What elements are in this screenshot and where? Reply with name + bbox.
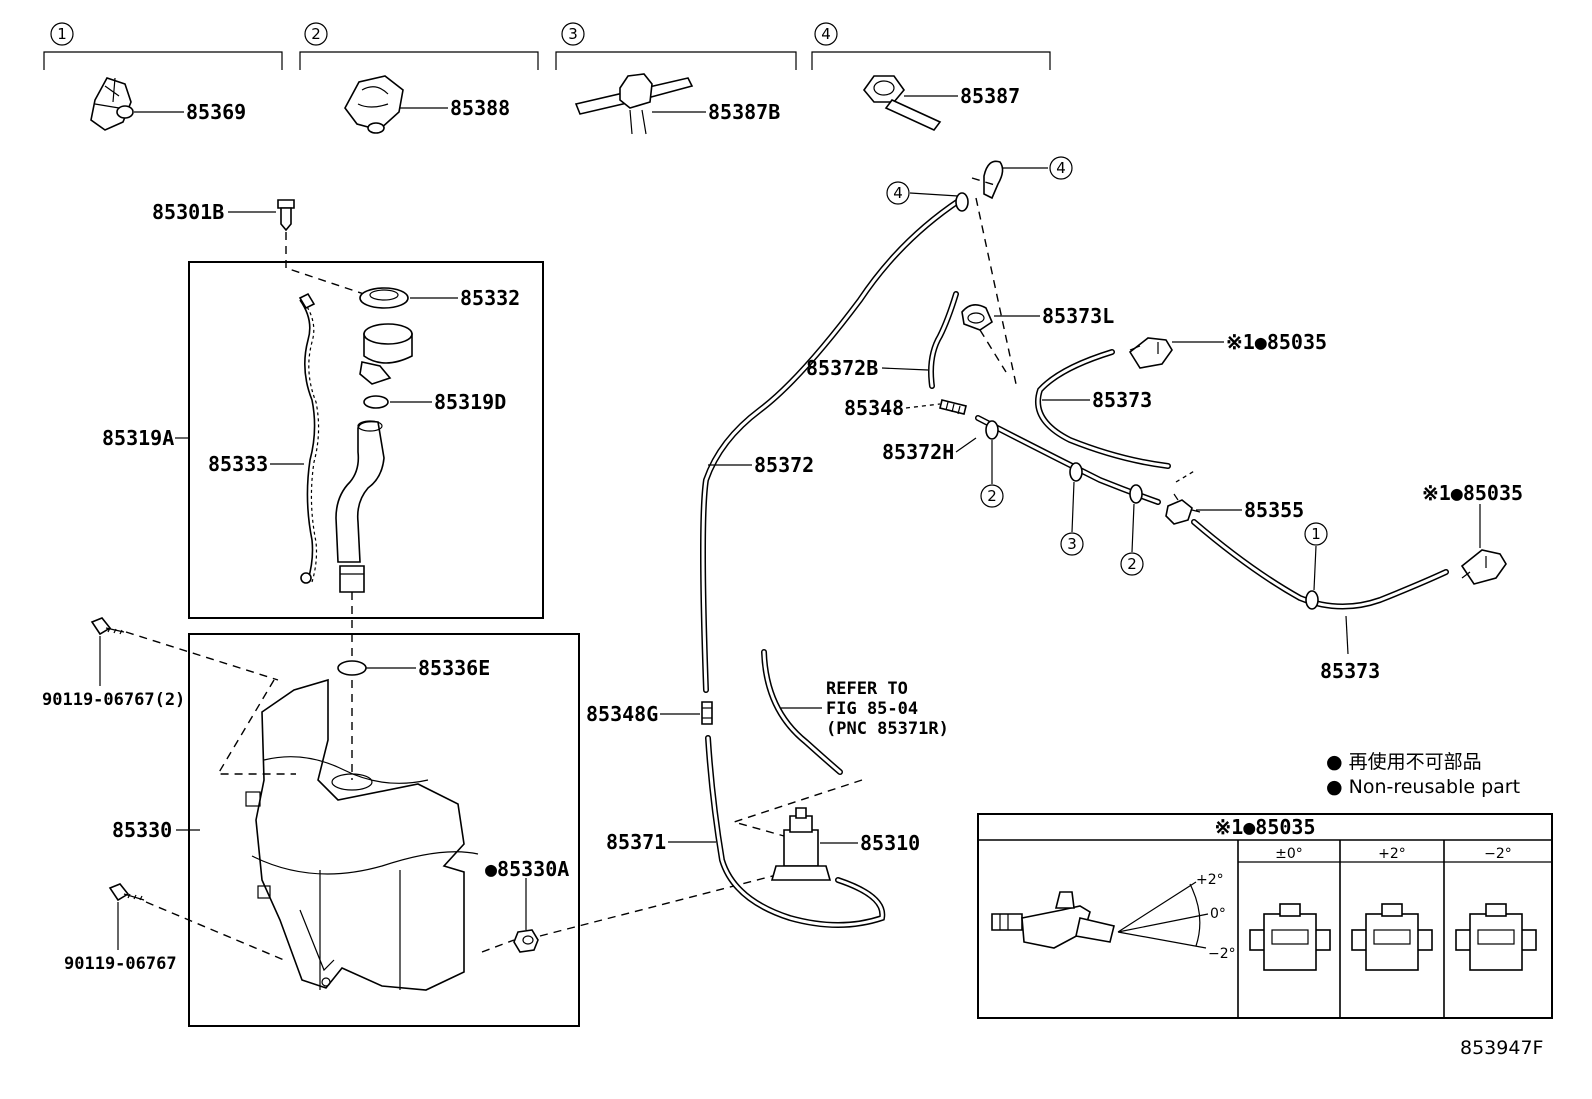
clip-group-4: 4 85387 [811, 22, 1051, 131]
t-joint-85355-icon [1165, 493, 1201, 525]
cap-85332-icon [359, 287, 409, 309]
clip-group-2: 2 85388 [299, 22, 539, 134]
nozzle-85035-right-icon [1460, 549, 1507, 585]
part-label-85348: 85348 [844, 396, 904, 420]
part-label-85388: 85388 [450, 96, 510, 120]
hose-clip-top-right-icon [983, 160, 1004, 200]
clip-group-3-marker: 3 [568, 25, 578, 43]
legend-non-reusable-jp: ● 再使用不可部品 [1326, 751, 1482, 773]
connector-85373L-icon [961, 304, 993, 331]
part-label-90119-06767-2: 90119-06767(2) [42, 690, 185, 710]
nozzle-front-view-0-icon [1249, 903, 1331, 971]
hose-clip-marker-mid-2b: 2 [1127, 555, 1137, 573]
part-label-85372: 85372 [754, 453, 814, 477]
filler-assembly-box [188, 261, 544, 619]
hose-clip-top-left-icon [955, 192, 969, 212]
part-label-85355: 85355 [1244, 498, 1304, 522]
grommet-85330A-icon [513, 929, 539, 953]
diagram-id: 853947F [1460, 1037, 1543, 1059]
clip-group-2-marker: 2 [311, 25, 321, 43]
nozzle-85035-top-icon [1128, 337, 1173, 369]
bolt-85301B-icon [277, 199, 295, 232]
hose-clip-marker-top-left: 4 [893, 184, 903, 202]
part-label-85373L: 85373L [1042, 304, 1114, 328]
hose-clip-mid-3-icon [1069, 462, 1083, 482]
bolt-90119-06767-icon [108, 883, 145, 902]
detail-column-plus2: +2° [1378, 846, 1406, 862]
clip-group-1: 1 85369 [43, 22, 283, 131]
part-label-85330A: ●85330A [485, 857, 569, 881]
hose-clip-mid-2a-icon [985, 420, 999, 440]
refer-note-line-3: (PNC 85371R) [826, 719, 949, 739]
washer-tank-85330-icon [245, 678, 479, 991]
hose-clip-right-1-icon [1305, 590, 1319, 610]
part-label-85035-right: ※1●85035 [1422, 481, 1523, 505]
filler-pipe-icon [335, 420, 385, 593]
nozzle-angle-detail-box: ※1●85035 ±0° +2° −2° +2° 0° −2° [977, 813, 1553, 1019]
refer-note-line-1: REFER TO [826, 679, 908, 699]
detail-column-minus2: −2° [1484, 846, 1512, 862]
part-label-85330: 85330 [112, 818, 172, 842]
nozzle-front-view-minus2-icon [1455, 903, 1537, 971]
part-label-85387: 85387 [960, 84, 1020, 108]
hose-clip-marker-mid-2a: 2 [987, 487, 997, 505]
washer-pump-85310-icon [770, 807, 832, 881]
connector-85348G-icon [701, 701, 713, 725]
hose-clip-marker-right-1: 1 [1311, 525, 1321, 543]
clip-85387B-icon [574, 73, 694, 135]
grommet-85336E-icon [337, 660, 367, 676]
filler-neck-top-icon [359, 323, 413, 385]
hose-clip-mid-2b-icon [1129, 484, 1143, 504]
clip-85387-icon [862, 75, 942, 131]
dipstick-85333-icon [298, 292, 320, 584]
nozzle-side-view-icon [991, 891, 1115, 949]
hose-clip-marker-top-right: 4 [1056, 159, 1066, 177]
angle-label-minus2: −2° [1208, 946, 1236, 962]
angle-label-0: 0° [1210, 906, 1226, 922]
detail-column-0: ±0° [1275, 846, 1303, 862]
refer-note-line-2: FIG 85-04 [826, 699, 918, 719]
clip-group-3: 3 85387B [555, 22, 797, 135]
hose-clip-marker-mid-3: 3 [1067, 535, 1077, 553]
angle-label-plus2: +2° [1196, 872, 1224, 888]
part-label-85369: 85369 [186, 100, 246, 124]
clip-group-4-marker: 4 [821, 25, 831, 43]
clip-group-1-marker: 1 [57, 25, 67, 43]
part-label-85333: 85333 [208, 452, 268, 476]
part-label-85336E: 85336E [418, 656, 490, 680]
part-label-85332: 85332 [460, 286, 520, 310]
part-label-85348G: 85348G [586, 702, 658, 726]
part-label-85373-top: 85373 [1092, 388, 1152, 412]
part-label-85301B: 85301B [152, 200, 224, 224]
part-label-85373-bottom: 85373 [1320, 659, 1380, 683]
part-label-85387B: 85387B [708, 100, 780, 124]
bolt-90119-06767-2-icon [90, 617, 125, 636]
clip-85388-icon [344, 75, 404, 134]
gasket-85319D-icon [363, 395, 389, 409]
part-label-85371: 85371 [606, 830, 666, 854]
part-label-85310: 85310 [860, 831, 920, 855]
connector-85348-icon [939, 399, 967, 415]
clip-85369-icon [90, 77, 134, 131]
part-label-85319D: 85319D [434, 390, 506, 414]
part-label-85319A: 85319A [102, 426, 174, 450]
detail-box-title: ※1●85035 [1214, 815, 1315, 839]
legend-non-reusable-en: ● Non-reusable part [1326, 776, 1520, 798]
part-label-85372H: 85372H [882, 440, 954, 464]
part-label-85372B: 85372B [806, 356, 878, 380]
part-label-85035-top: ※1●85035 [1226, 330, 1327, 354]
nozzle-front-view-plus2-icon [1351, 903, 1433, 971]
part-label-90119-06767: 90119-06767 [64, 954, 177, 974]
